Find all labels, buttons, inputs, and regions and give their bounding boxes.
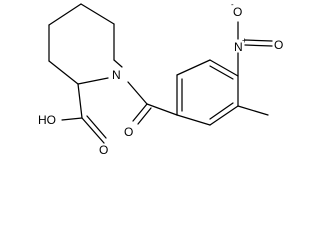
bond-ar-2-inner: [209, 102, 234, 120]
bond-c-o-double-2: [86, 115, 107, 139]
acid-carbonyl-oxygen-label: O: [99, 143, 108, 157]
bond-n-to-co: [127, 81, 148, 105]
nitro-right-oxygen-label: O: [274, 38, 283, 52]
nitro-nitrogen-charge: +: [242, 36, 247, 45]
bond-ar-2: [209, 105, 239, 126]
amide-carbonyl-oxygen-label: O: [124, 125, 133, 139]
bond-ar-4: [209, 59, 239, 77]
bond-c-oh: [61, 117, 83, 121]
bond-methyl: [237, 105, 269, 116]
bond-c-o-double-1: [81, 117, 105, 144]
bond-ring-3: [113, 59, 123, 68]
bond-ar-5: [176, 59, 211, 76]
structure-canvas: N HO O O N + O - O: [38, 0, 283, 157]
bond-ca-to-cooh: [77, 83, 83, 119]
bond-ar-4-inner: [209, 65, 234, 80]
nitro-group: [237, 21, 273, 77]
carboxylic-acid-group: [61, 83, 107, 144]
benzene-ring: [176, 59, 239, 126]
bond-ring-7: [48, 3, 82, 26]
amide-carbonyl-group: [127, 81, 178, 125]
bond-co-double-1: [132, 103, 148, 122]
ring-nitrogen-label: N: [112, 68, 121, 82]
molecule-diagram: N HO O O N + O - O: [38, 0, 283, 157]
nitro-nitrogen-label: N: [234, 40, 243, 54]
nitro-top-oxygen-charge: -: [231, 0, 234, 9]
hydroxyl-label: HO: [38, 113, 56, 127]
bond-co-to-ring: [146, 103, 178, 116]
bond-n-o-double-2: [244, 39, 273, 42]
bond-ring-5: [48, 60, 79, 85]
bond-co-double-2: [137, 107, 152, 125]
piperidine-ring: [48, 3, 123, 85]
bond-ring-1: [80, 3, 115, 25]
bond-n-o-double-1: [244, 44, 273, 47]
bond-ar-1: [176, 114, 211, 126]
nitro-top-oxygen-label: O: [233, 5, 242, 19]
bond-ring-4: [77, 77, 109, 85]
